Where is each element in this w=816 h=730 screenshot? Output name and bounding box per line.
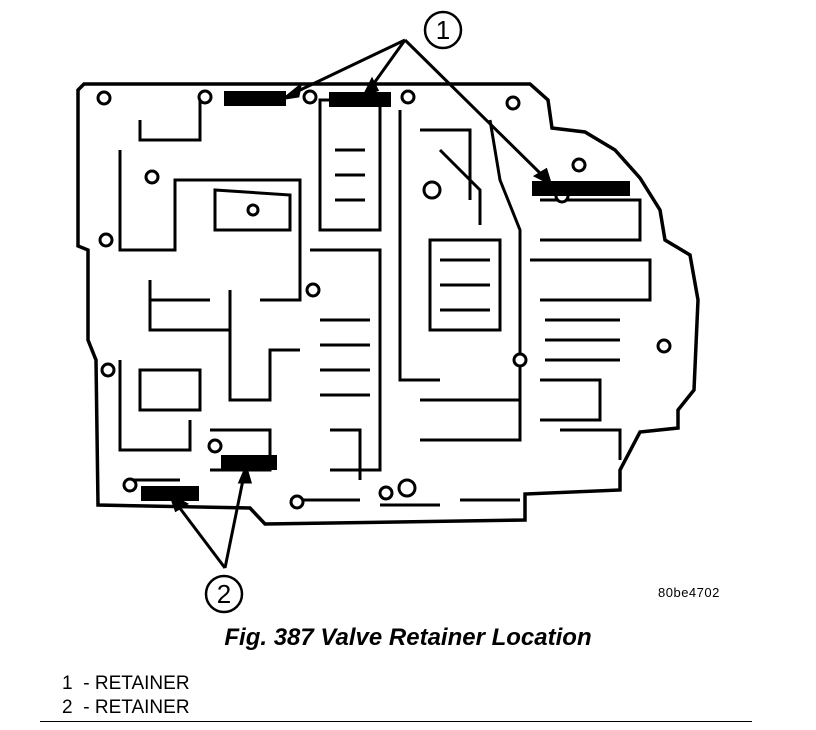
callout-2-circle: [204, 574, 244, 614]
figure-code: 80be4702: [658, 585, 720, 600]
legend-item: 1 - RETAINER: [62, 672, 190, 696]
retainer-2-group: [141, 455, 277, 501]
callout-1-circle: [423, 10, 463, 50]
legend-item-label: - RETAINER: [83, 673, 190, 694]
retainer-bottom-center: [221, 455, 277, 465]
legend-item-label: - RETAINER: [83, 697, 190, 718]
divider: [40, 721, 752, 722]
figure-caption: Fig. 387 Valve Retainer Location: [224, 624, 592, 651]
valve-body-diagram: 1 2: [76, 10, 700, 614]
retainer-top-center: [329, 92, 391, 102]
legend-item-number: 1: [62, 673, 73, 694]
legend-item: 2 - RETAINER: [62, 696, 190, 720]
retainer-1-group: [224, 91, 630, 196]
callout-2-number: 2: [217, 579, 231, 609]
callout-1-number: 1: [436, 15, 450, 45]
callout-2-leaders: [168, 463, 252, 569]
retainer-right: [532, 181, 630, 191]
legend: 1 - RETAINER 2 - RETAINER: [62, 672, 190, 720]
retainer-top-left: [224, 91, 286, 101]
passage-network: [118, 98, 652, 507]
bolt-holes: [96, 89, 672, 510]
valve-body-outline: [76, 82, 700, 526]
legend-item-number: 2: [62, 697, 73, 718]
callout-1-leaders: [279, 38, 553, 186]
